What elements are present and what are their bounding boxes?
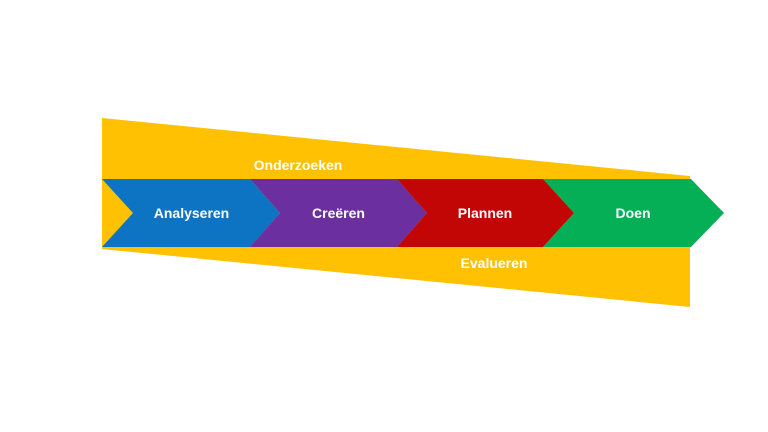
- step-arrow-analyseren: [102, 179, 280, 247]
- step-arrow-plannen: [397, 179, 574, 247]
- step-arrow-doen: [543, 179, 724, 247]
- step-arrow-creeren: [250, 179, 427, 247]
